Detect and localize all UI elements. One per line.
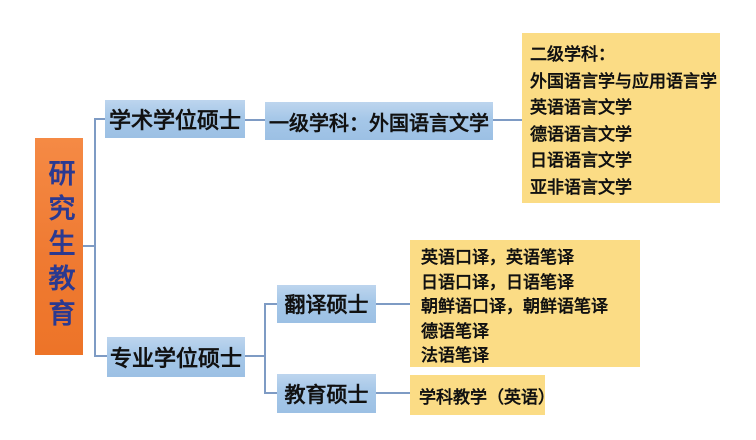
connector-root-to-trunk xyxy=(83,245,94,247)
second-level-item: 日语语言文学 xyxy=(530,151,632,170)
connector-first-level-to-second-level xyxy=(493,119,522,121)
second-level-item: 德语语言文学 xyxy=(530,124,632,144)
root-node-label: 研究生教育 xyxy=(44,159,75,334)
connector-trunk2-to-translation xyxy=(264,303,277,305)
second-level-item: 亚非语言文学 xyxy=(530,177,632,197)
node-academic-degree-label: 学术学位硕士 xyxy=(108,108,241,133)
node-education-label: 教育硕士 xyxy=(284,383,369,407)
node-translation-programs: 英语口译，英语笔译 日语口译，日语笔译 朝鲜语口译，朝鲜语笔译 德语笔译 法语笔… xyxy=(410,240,640,367)
connector-trunk2-to-education xyxy=(264,392,277,394)
node-translation-label: 翻译硕士 xyxy=(284,294,369,317)
translation-program-item: 朝鲜语口译，朝鲜语笔译 xyxy=(421,297,608,316)
connector-trunk-to-professional xyxy=(94,355,107,357)
education-program-item: 学科教学（英语） xyxy=(419,387,555,407)
node-translation-master: 翻译硕士 xyxy=(277,285,376,323)
second-level-header: 二级学科： xyxy=(530,45,615,64)
connector-professional-to-trunk2 xyxy=(245,355,264,357)
second-level-item: 外国语言学与应用语言学 xyxy=(530,71,717,91)
translation-program-item: 英语口译，英语笔译 xyxy=(421,248,574,267)
node-academic-degree-master: 学术学位硕士 xyxy=(105,100,245,138)
translation-program-item: 德语笔译 xyxy=(421,321,489,341)
second-level-item: 英语语言文学 xyxy=(530,98,632,117)
node-education-programs: 学科教学（英语） xyxy=(410,375,555,415)
connector-education-to-programs xyxy=(376,392,410,394)
root-node-graduate-education: 研究生教育 xyxy=(35,138,83,355)
node-professional-degree-master: 专业学位硕士 xyxy=(107,337,245,377)
node-education-master: 教育硕士 xyxy=(277,374,376,413)
connector-trunk-main xyxy=(94,119,96,357)
node-first-level-discipline: 一级学科：外国语言文学 xyxy=(265,102,493,140)
connector-trunk-professional xyxy=(264,303,266,394)
node-first-level-label: 一级学科：外国语言文学 xyxy=(269,112,489,135)
translation-program-item: 法语笔译 xyxy=(421,346,489,365)
connector-trunk-to-academic xyxy=(94,118,105,120)
node-second-level-disciplines: 二级学科： 外国语言学与应用语言学 英语语言文学 德语语言文学 日语语言文学 亚… xyxy=(522,33,720,203)
connector-academic-to-first-level xyxy=(245,119,265,121)
translation-program-item: 日语口译，日语笔译 xyxy=(421,272,574,292)
connector-translation-to-programs xyxy=(376,303,410,305)
node-professional-degree-label: 专业学位硕士 xyxy=(109,346,242,371)
